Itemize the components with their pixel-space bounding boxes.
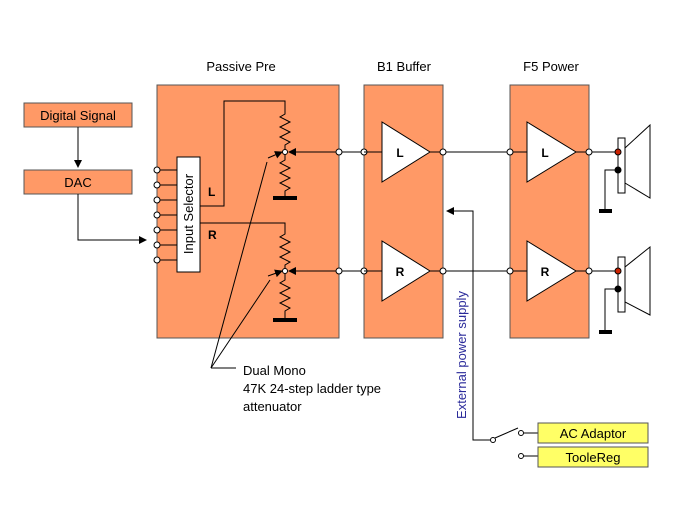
attenuator-callout-lines [210, 161, 271, 369]
buffer-right-label: R [396, 265, 405, 279]
b1-buffer-block [363, 84, 444, 339]
attenuator-note-line-2: 47K 24-step ladder type [243, 381, 381, 396]
right-wiper-node [282, 268, 288, 274]
buffer-left-label: L [396, 146, 403, 160]
left-wiper-node [282, 149, 288, 155]
pre-out-right-terminal [335, 267, 343, 275]
selector-right-label: R [208, 228, 217, 242]
left-channel-wire [200, 100, 286, 207]
f5-power-block [509, 84, 590, 339]
power-out-left-terminal [585, 148, 593, 156]
toolereg-box: TooleReg [537, 446, 649, 468]
power-right-amp: R [526, 240, 577, 302]
input-selector-label: Input Selector [181, 173, 196, 254]
selector-left-label: L [208, 185, 215, 199]
power-in-right-terminal [506, 267, 514, 275]
left-speaker-minus-terminal [614, 166, 622, 174]
buffer-right-amp: R [364, 240, 431, 302]
dac-box: DAC [23, 169, 133, 195]
buffer-out-left-terminal [439, 148, 447, 156]
power-left-label: L [541, 146, 548, 160]
supply-switch [490, 427, 538, 459]
right-channel-wire [200, 222, 286, 230]
ac-adaptor-box: AC Adaptor [537, 422, 649, 444]
input-selector: Input Selector [176, 156, 201, 273]
digital-signal-label: Digital Signal [40, 108, 116, 123]
power-out-right-terminal [585, 267, 593, 275]
left-speaker-icon [599, 123, 651, 213]
external-power-supply-label: External power supply [454, 291, 469, 419]
ac-adaptor-label: AC Adaptor [560, 426, 627, 441]
passive-pre-title: Passive Pre [206, 59, 275, 74]
digital-signal-box: Digital Signal [23, 102, 133, 128]
pre-out-left-terminal [335, 148, 343, 156]
attenuator-note-line-3: attenuator [243, 399, 302, 414]
power-right-label: R [541, 265, 550, 279]
b1-buffer-title: B1 Buffer [377, 59, 432, 74]
attenuator-note-line-1: Dual Mono [243, 363, 306, 378]
toolereg-label: TooleReg [566, 450, 621, 465]
buffer-out-right-terminal [439, 267, 447, 275]
f5-power-title: F5 Power [523, 59, 579, 74]
input-terminals [153, 166, 177, 264]
power-supply-line [446, 207, 490, 441]
right-speaker-plus-terminal [614, 267, 622, 275]
dac-to-preamp-arrow [77, 194, 147, 244]
left-speaker-plus-terminal [614, 148, 622, 156]
right-speaker-icon [599, 245, 651, 334]
power-in-left-terminal [506, 148, 514, 156]
power-left-amp: L [526, 121, 577, 183]
dac-label: DAC [64, 175, 91, 190]
buffer-left-amp: L [364, 121, 431, 183]
right-speaker-minus-terminal [614, 285, 622, 293]
